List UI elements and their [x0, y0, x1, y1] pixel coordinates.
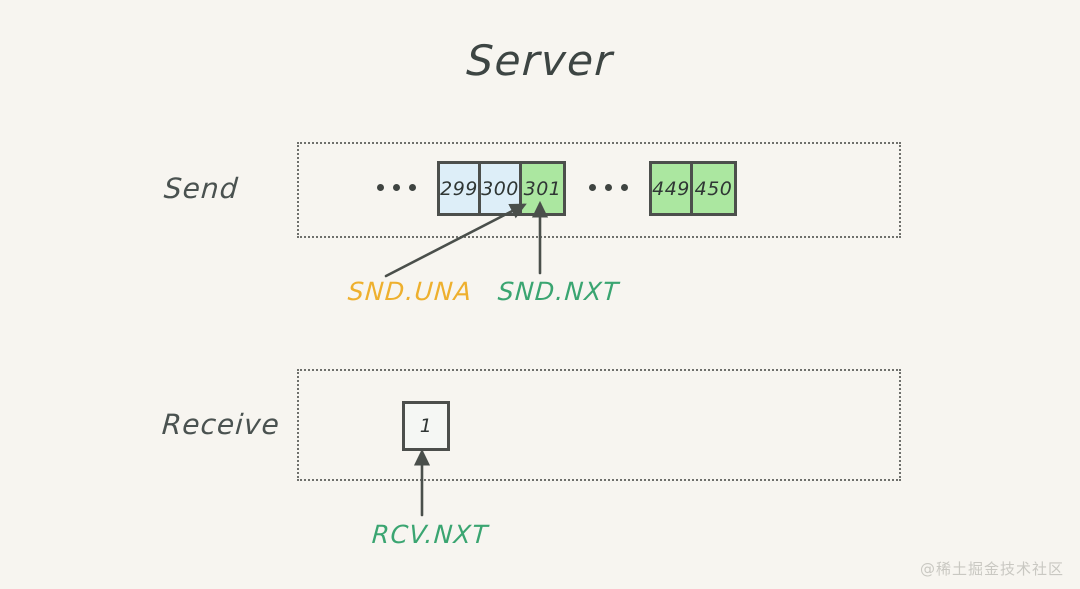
dot-icon: [605, 184, 612, 191]
receive-buffer-frame: [297, 369, 901, 481]
dot-icon: [621, 184, 628, 191]
receive-cell-group: 1: [402, 401, 450, 451]
send-cell-group-left: 299 300 301: [437, 161, 566, 216]
watermark: @稀土掘金技术社区: [919, 560, 1064, 578]
dot-icon: [409, 184, 416, 191]
receive-buffer-content: 1: [297, 369, 901, 481]
snd-nxt-label: SND.NXT: [496, 277, 621, 306]
dot-icon: [589, 184, 596, 191]
send-ellipsis-left-icon: [377, 184, 416, 191]
send-row-label: Send: [162, 172, 240, 205]
receive-row-label: Receive: [160, 408, 282, 441]
receive-cell: 1: [405, 404, 447, 448]
dot-icon: [377, 184, 384, 191]
send-cell-group-right: 449 450: [649, 161, 737, 216]
page-title: Server: [465, 36, 615, 85]
send-cell: 300: [481, 164, 522, 213]
send-cell: 450: [693, 164, 734, 213]
send-cell: 299: [440, 164, 481, 213]
send-buffer-frame: [297, 142, 901, 238]
send-buffer-content: 299 300 301 449 450: [297, 142, 901, 238]
rcv-nxt-label: RCV.NXT: [370, 520, 490, 549]
send-ellipsis-middle-icon: [589, 184, 628, 191]
send-cell: 449: [652, 164, 693, 213]
send-cell: 301: [522, 164, 563, 213]
dot-icon: [393, 184, 400, 191]
snd-una-label: SND.UNA: [346, 277, 474, 306]
